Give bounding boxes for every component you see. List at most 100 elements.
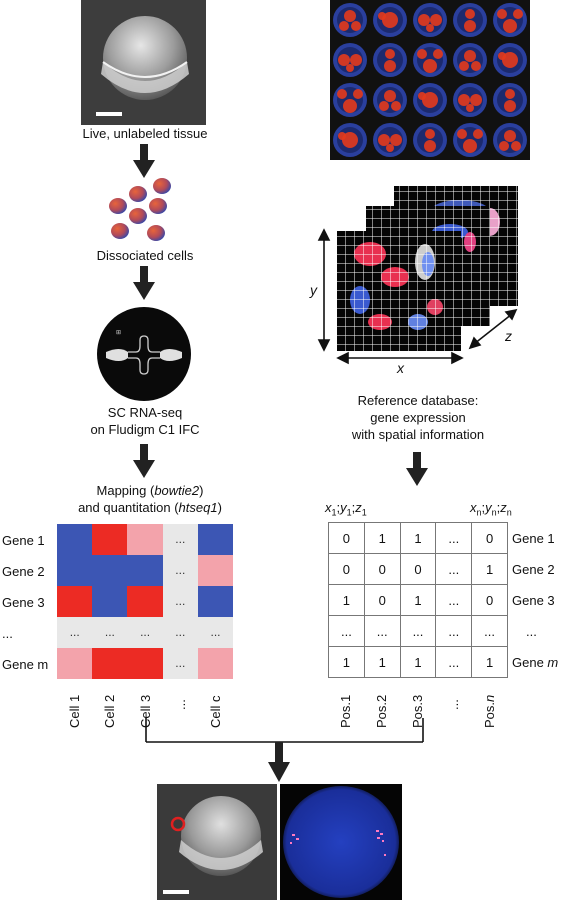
heatmap-row-label: Gene 1 xyxy=(2,533,45,548)
in-situ-expression-spot xyxy=(426,24,434,32)
heatmap-cell: ... xyxy=(162,648,198,680)
in-situ-expression-spot xyxy=(504,130,516,142)
axis-label-x: x xyxy=(397,360,404,376)
in-situ-expression-spot xyxy=(353,89,363,99)
caption-mapping-line2: and quantitation (htseq1) xyxy=(78,500,222,515)
in-situ-expression-spot xyxy=(504,100,516,112)
table-cell: 1 xyxy=(471,646,508,678)
table-cell: 1 xyxy=(328,646,365,678)
arrow-down-icon xyxy=(133,266,155,300)
table-row-label: Gene 2 xyxy=(512,562,555,577)
table-cell: 1 xyxy=(471,553,508,585)
heatmap-ellipsis: ... xyxy=(175,594,186,608)
heatmap-cell xyxy=(57,555,93,587)
table-cell: ... xyxy=(435,522,473,554)
predicted-expression-image xyxy=(280,784,402,900)
in-situ-expression-spot xyxy=(378,134,390,146)
heatmap-col-label: ... xyxy=(173,699,188,710)
axis-label-z: z xyxy=(505,328,512,344)
in-situ-expression-spot xyxy=(351,21,361,31)
heatmap-cell xyxy=(57,586,93,618)
table-row-label: ... xyxy=(526,624,537,639)
heatmap-cell xyxy=(197,555,234,587)
heatmap-row-label: Gene 3 xyxy=(2,595,45,610)
heatmap-cell: ... xyxy=(127,617,163,649)
in-situ-expression-spot xyxy=(417,49,427,59)
table-col-label: Pos.n xyxy=(482,694,497,728)
heatmap-cell xyxy=(197,648,234,680)
table-col-label: ... xyxy=(446,699,461,710)
heatmap-row-label: Gene m xyxy=(2,657,49,672)
in-situ-expression-spot xyxy=(503,19,517,33)
heatmap-cell xyxy=(127,524,163,556)
heatmap-cell xyxy=(127,648,163,680)
caption-reference-database: Reference database: gene expression with… xyxy=(318,392,518,443)
in-situ-atlas-grid xyxy=(330,0,530,160)
in-situ-expression-spot xyxy=(511,141,521,151)
heatmap-cell xyxy=(57,524,93,556)
in-situ-expression-spot xyxy=(473,129,483,139)
in-situ-expression-spot xyxy=(423,59,437,73)
in-situ-expression-spot xyxy=(513,9,523,19)
heatmap-ellipsis: ... xyxy=(104,625,115,639)
heatmap-row-label: Gene 2 xyxy=(2,564,45,579)
table-row-label: Gene m xyxy=(512,655,559,670)
in-situ-expression-spot xyxy=(430,14,442,26)
caption-sc-rnaseq-line1: SC RNA-seq xyxy=(107,405,183,420)
in-situ-expression-spot xyxy=(471,61,481,71)
heatmap-cell xyxy=(92,586,128,618)
heatmap-col-label: Cell 2 xyxy=(102,694,117,728)
embryo-sem-photo xyxy=(81,0,206,125)
in-situ-expression-spot xyxy=(505,89,515,99)
table-cell: 0 xyxy=(471,584,508,616)
table-cell: 1 xyxy=(399,646,437,678)
in-situ-expression-spot xyxy=(497,9,507,19)
in-situ-expression-spot xyxy=(344,10,356,22)
in-situ-expression-spot xyxy=(465,9,475,19)
heatmap-ellipsis: ... xyxy=(210,625,221,639)
table-cell: 0 xyxy=(471,522,508,554)
table-cell: 0 xyxy=(363,584,401,616)
embryo-sem-with-marker xyxy=(157,784,277,900)
caption-mapping-line1: Mapping (bowtie2) xyxy=(96,483,204,498)
expression-heatmap: ........................... xyxy=(57,524,234,680)
in-situ-expression-spot xyxy=(338,132,346,140)
in-situ-expression-spot xyxy=(458,94,470,106)
in-situ-expression-spot xyxy=(457,129,467,139)
table-cell: 1 xyxy=(363,646,401,678)
table-cell: ... xyxy=(435,584,473,616)
in-situ-expression-spot xyxy=(466,104,474,112)
heatmap-cell: ... xyxy=(162,524,198,556)
heatmap-ellipsis: ... xyxy=(175,656,186,670)
merge-connector xyxy=(145,718,424,782)
heatmap-ellipsis: ... xyxy=(140,625,151,639)
table-row-label: Gene 1 xyxy=(512,531,555,546)
heatmap-cell xyxy=(92,648,128,680)
in-situ-expression-spot xyxy=(339,21,349,31)
heatmap-cell xyxy=(127,555,163,587)
in-situ-expression-spot xyxy=(463,139,477,153)
heatmap-cell xyxy=(197,586,234,618)
in-situ-expression-spot xyxy=(346,64,354,72)
table-cell: 1 xyxy=(363,522,401,554)
in-situ-expression-spot xyxy=(459,61,469,71)
heatmap-ellipsis: ... xyxy=(69,625,80,639)
heatmap-cell: ... xyxy=(162,555,198,587)
table-cell: 0 xyxy=(363,553,401,585)
heatmap-ellipsis: ... xyxy=(175,625,186,639)
heatmap-cell: ... xyxy=(162,586,198,618)
table-cell: 0 xyxy=(328,553,365,585)
heatmap-cell xyxy=(57,648,93,680)
in-situ-expression-spot xyxy=(470,94,482,106)
caption-ref-line1: Reference database: xyxy=(357,393,479,408)
in-situ-expression-spot xyxy=(391,101,401,111)
table-cell: ... xyxy=(435,553,473,585)
in-situ-expression-spot xyxy=(418,92,426,100)
table-row-label: Gene 3 xyxy=(512,593,555,608)
axis-label-y: y xyxy=(310,282,317,298)
in-situ-expression-spot xyxy=(386,144,394,152)
table-cell: ... xyxy=(399,615,437,647)
dissociated-cells-illustration xyxy=(109,178,171,241)
in-situ-expression-spot xyxy=(498,52,506,60)
